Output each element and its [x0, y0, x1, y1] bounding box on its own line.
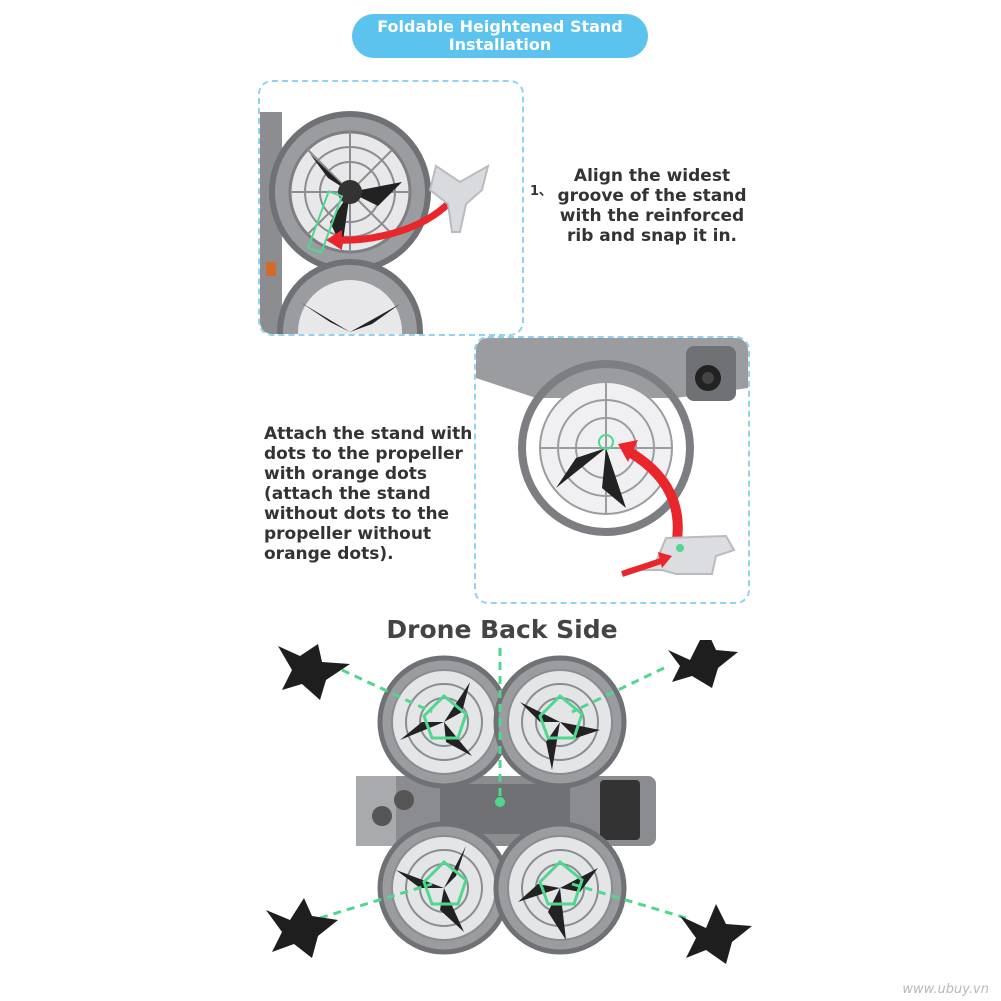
propeller-guard-top-right: [493, 655, 627, 789]
step1-instruction: Align the widest groove of the stand wit…: [557, 166, 747, 246]
title-line-1: Foldable Heightened Stand: [377, 17, 623, 36]
diagram-title: Drone Back Side: [386, 615, 618, 644]
stand-top-left: [278, 644, 350, 700]
stand-bottom-left: [266, 898, 338, 958]
drone-body: [356, 776, 656, 846]
step2-photo-illustration: [476, 338, 748, 577]
step1-photo-panel: [258, 80, 524, 336]
title-line-2: Installation: [448, 35, 552, 54]
drone-back-diagram: [266, 640, 752, 964]
stand-bottom-right: [680, 904, 752, 964]
propeller-guard-bottom-right: [493, 821, 627, 955]
step2-instruction: Attach the stand with dots to the propel…: [264, 424, 473, 564]
stands: [266, 640, 752, 964]
step1-photo-illustration: [260, 111, 490, 334]
step2-photo-panel: [474, 336, 750, 604]
guide-lines: [319, 648, 687, 920]
propeller-guard-top-left: [377, 655, 511, 789]
step1-number: 1、: [530, 184, 553, 199]
propeller-guard-bottom-left: [377, 821, 511, 955]
center-dot: [495, 797, 505, 807]
watermark: www.ubuy.vn: [902, 982, 989, 997]
title-banner: Foldable Heightened Stand Installation: [352, 14, 648, 58]
stand-top-right: [668, 640, 738, 688]
